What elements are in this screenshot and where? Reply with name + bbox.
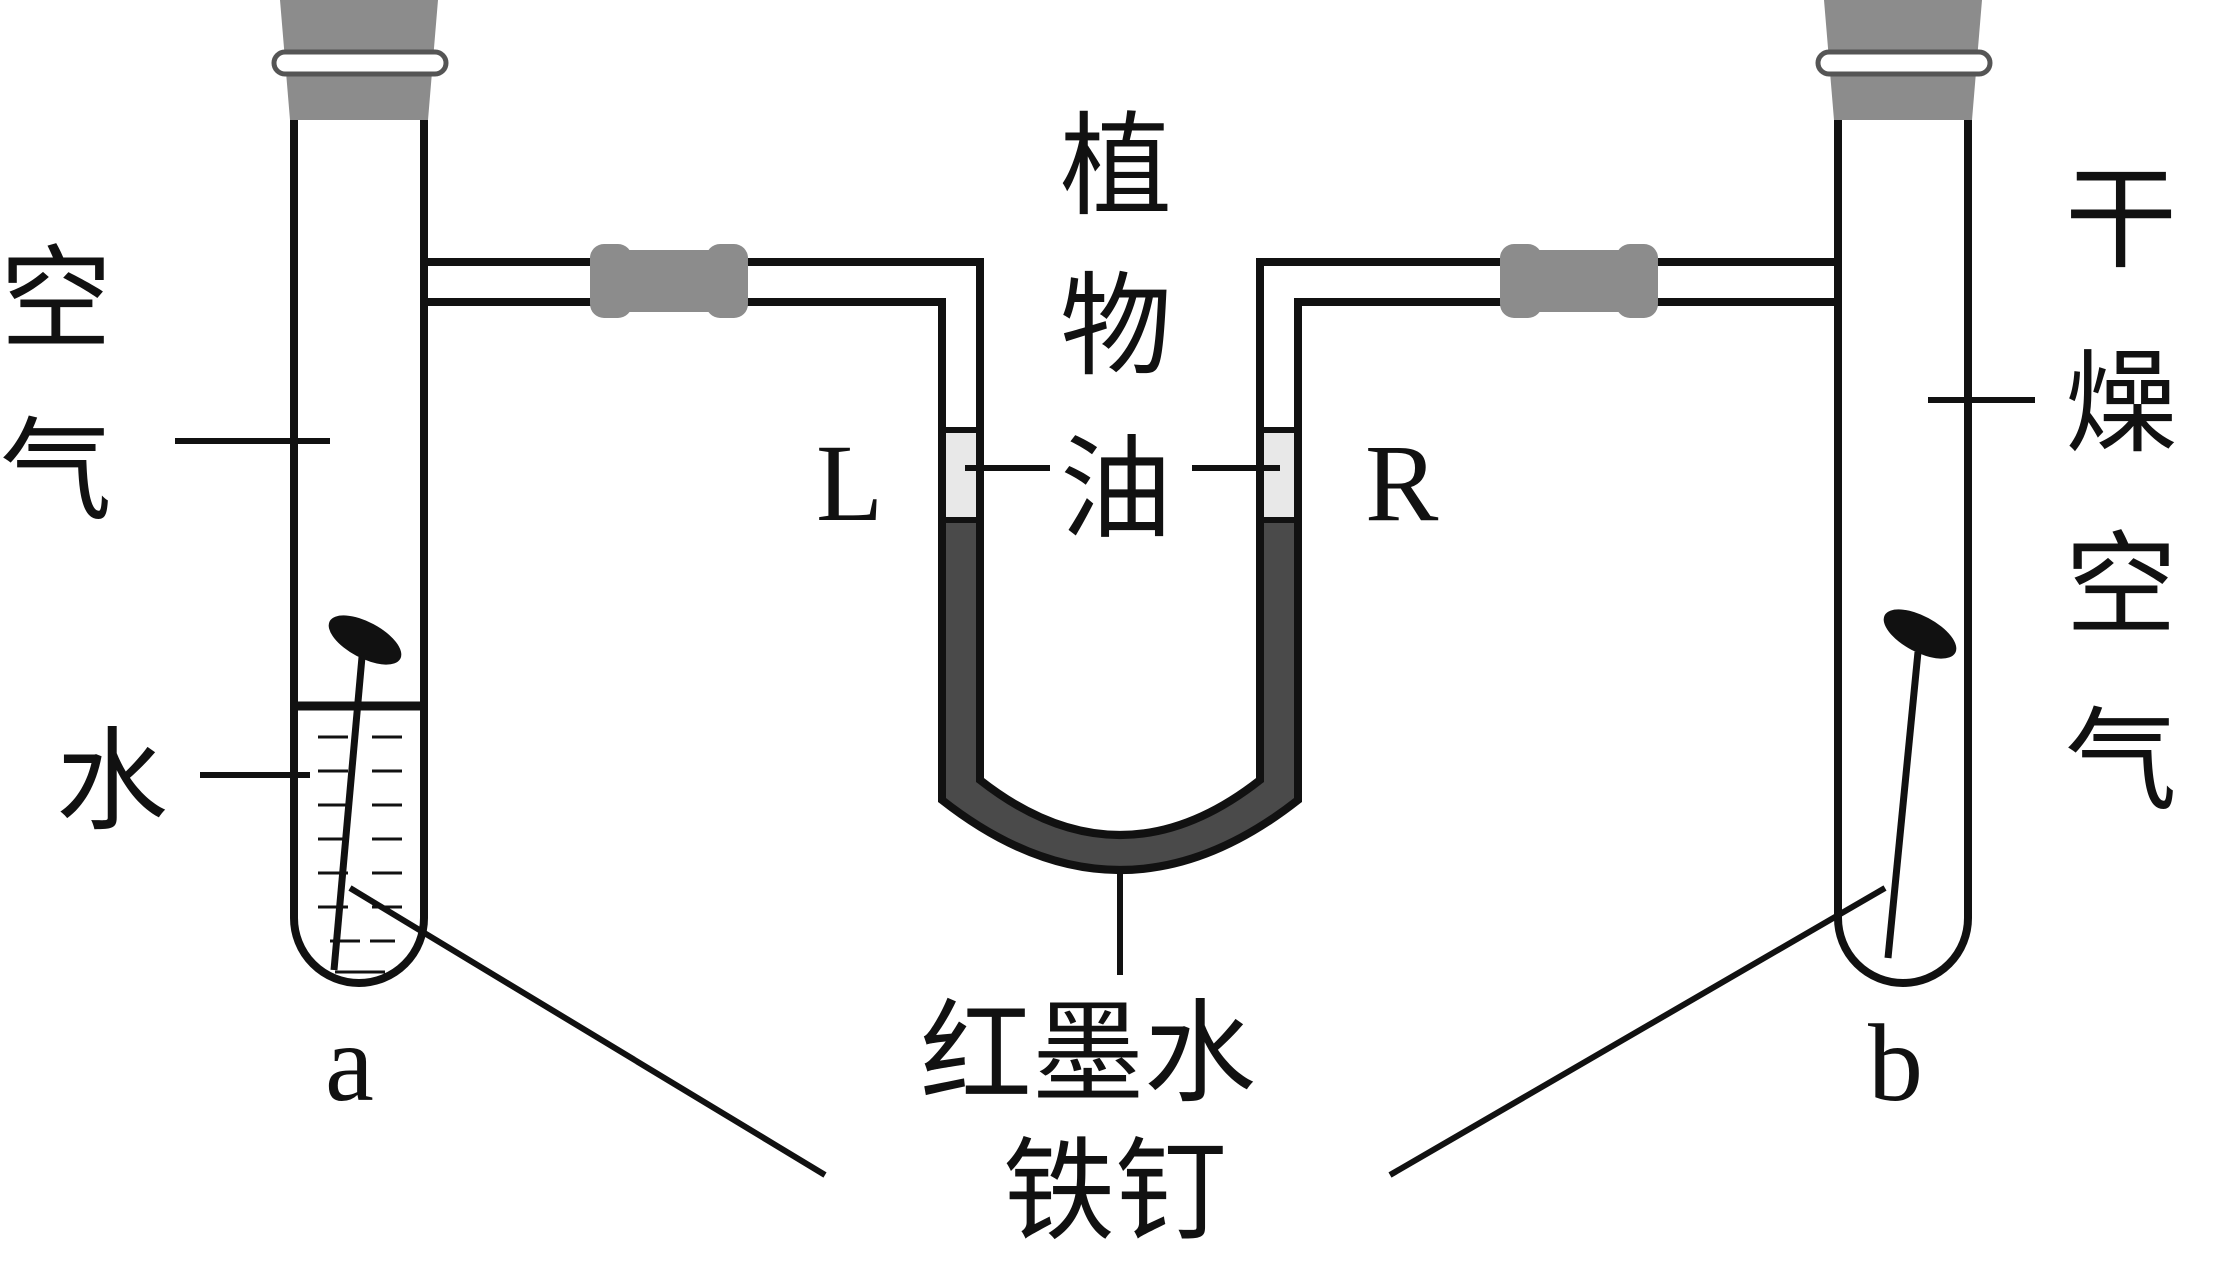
label-L: L xyxy=(816,422,883,544)
oil-layer-right xyxy=(1262,430,1296,520)
label-air-left-1: 空 xyxy=(0,235,112,365)
iron-nail-b-head xyxy=(1883,609,1957,659)
stopper-a-band xyxy=(271,49,449,77)
label-oil-1: 植 xyxy=(1060,102,1172,232)
test-tube-b xyxy=(1815,0,1993,987)
iron-nail-a-head xyxy=(328,615,402,665)
u-tube-outer xyxy=(938,430,1302,874)
label-iron-nail: 铁钉 xyxy=(1003,1127,1227,1257)
label-b: b xyxy=(1868,1002,1923,1124)
leader-lines xyxy=(175,397,2035,1178)
leader-nail-a xyxy=(348,885,827,1178)
tube-a-outline xyxy=(290,120,428,987)
label-dry-air-2: 燥 xyxy=(2065,339,2177,469)
label-R: R xyxy=(1365,422,1439,544)
stopper-b-band xyxy=(1815,49,1993,77)
rubber-connector-left xyxy=(590,244,748,318)
tube-b-outline xyxy=(1834,120,1972,987)
oil-layer-left xyxy=(944,430,978,520)
label-oil-2: 物 xyxy=(1060,262,1172,392)
u-tube xyxy=(938,427,1302,874)
label-red-ink: 红墨水 xyxy=(920,989,1256,1119)
leader-nail-b xyxy=(1388,885,1887,1178)
label-water: 水 xyxy=(56,717,168,847)
label-dry-air-4: 气 xyxy=(2065,697,2177,827)
iron-nail-b xyxy=(1884,651,1922,959)
label-dry-air-3: 空 xyxy=(2065,521,2177,651)
label-air-left-2: 气 xyxy=(0,407,112,537)
label-oil-3: 油 xyxy=(1060,425,1172,555)
label-a: a xyxy=(325,1002,374,1124)
test-tube-a xyxy=(271,0,449,987)
u-tube-inner xyxy=(976,430,1264,839)
red-ink-fill xyxy=(942,520,1298,870)
label-dry-air-1: 干 xyxy=(2065,155,2177,285)
iron-nail-a xyxy=(330,656,366,971)
rubber-connector-right xyxy=(1500,244,1658,318)
